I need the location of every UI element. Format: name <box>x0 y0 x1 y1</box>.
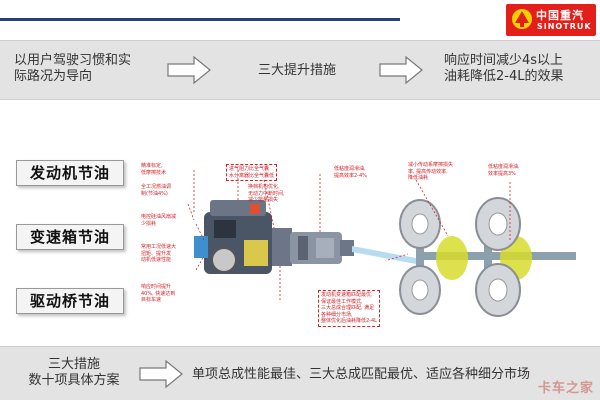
gearbox-graphic <box>272 228 354 266</box>
right-arrow-icon <box>139 359 183 389</box>
engine-fuel-saving-label: 发动机节油 <box>16 160 124 186</box>
note-line: 响应时间提升 <box>141 284 172 290</box>
note-low-speed-torque: 常用工况低速大 扭矩、提升发 动机低速性能 <box>141 244 176 264</box>
note-line: 保证最佳工作模式, <box>321 298 363 305</box>
bottom-summary-band: 三大措施 数十项具体方案 单项总成性能最佳、三大总成匹配最优、适应各种细分市场 <box>0 346 600 400</box>
top-left-line1: 以用户驾驶习惯和实 <box>14 53 132 68</box>
top-left-text: 以用户驾驶习惯和实 际路况为导向 <box>14 53 131 85</box>
top-middle-text: 三大提升措施 <box>258 63 337 78</box>
note-overall-matching: 发动机变速箱匹配最优, 保证最佳工作模式, 三大总成合理匹配, 满足 各种细分市… <box>318 290 380 327</box>
gearbox-fuel-saving-label: 变速箱节油 <box>16 224 124 250</box>
drivetrain-illustration <box>187 170 576 317</box>
note-line: 全工况燃油调 <box>141 184 172 190</box>
sinotruk-logo: 中国重汽 SINOTRUK <box>506 4 596 36</box>
note-gearbox-lubricant: 低粘度润滑油, 提高效率2-4% <box>334 166 367 179</box>
note-line: 目标车速 <box>141 297 162 303</box>
note-precise-calibration: 精准标定, 低摩擦技术 <box>141 163 166 176</box>
note-line: 整体优化后油耗降低2-4L <box>321 318 377 324</box>
note-line: 减小传动系摩擦损失 <box>408 162 454 168</box>
top-right-text: 响应时间减少4s以上 油耗降低2-4L的效果 <box>444 53 563 85</box>
right-arrow-icon <box>379 55 423 85</box>
note-line: 水分离器比全气囊低 <box>229 172 275 179</box>
note-line: 降低油耗 <box>408 175 429 181</box>
top-left-line2: 际路况为导向 <box>14 69 93 84</box>
bottom-right-text: 单项总成性能最佳、三大总成匹配最优、适应各种细分市场 <box>192 367 531 382</box>
header-divider <box>0 18 400 21</box>
note-line: 效率提高3% <box>488 170 516 177</box>
bottom-left-text: 三大措施 数十项具体方案 <box>14 357 134 389</box>
note-line: 减少能量损失 <box>248 197 279 203</box>
note-line: 提高效率2-4% <box>334 172 367 179</box>
note-silicone-fan: 电控硅油风扇减 少损耗 <box>141 214 176 227</box>
note-fuel-control: 全工况燃油调 制(节油4%) <box>141 184 171 197</box>
note-line: 各种细分市场, <box>321 311 353 318</box>
bottom-left-line1: 三大措施 <box>47 357 100 372</box>
sinotruk-emblem-icon <box>512 9 532 29</box>
top-right-line2: 油耗降低2-4L的效果 <box>444 69 564 84</box>
top-right-line1: 响应时间减少4s以上 <box>444 53 564 68</box>
note-line: 少损耗 <box>141 220 157 227</box>
top-summary-band: 以用户驾驶习惯和实 际路况为导向 三大提升措施 响应时间减少4s以上 油耗降低2… <box>0 40 600 100</box>
note-line: 进气阻力比全气囊 <box>229 166 270 172</box>
note-line: 低粘度润滑油, <box>334 166 366 172</box>
note-line: 低摩擦技术 <box>141 169 167 176</box>
axle-fuel-saving-label: 驱动桥节油 <box>16 288 124 314</box>
note-line: 发动机变速箱匹配最优, <box>321 292 373 298</box>
note-shift-mechanism: 换档机构优化, 无动力中断时间, 减少能量损失 <box>248 184 285 204</box>
note-axle-lubricant: 低粘度润滑油, 效率提高3% <box>488 164 520 177</box>
note-line: 三大总成合理匹配, 满足 <box>321 305 375 311</box>
watermark-text: 卡车之家 <box>537 381 594 396</box>
note-intake-resistance: 进气阻力比全气囊 水分离器比全气囊低 <box>226 164 278 181</box>
logo-english-text: SINOTRUK <box>537 22 592 31</box>
note-line: 40%, 快速达到 <box>141 290 176 297</box>
logo-chinese-text: 中国重汽 <box>536 9 584 22</box>
note-line: 常用工况低速大 <box>141 244 177 250</box>
engine-graphic <box>194 200 272 274</box>
note-response-time: 响应时间提升 40%, 快速达到 目标车速 <box>141 284 175 304</box>
note-line: 率, 提高传动效率, <box>408 168 448 175</box>
note-line: 扭矩、提升发 <box>141 250 172 257</box>
note-line: 无动力中断时间, <box>248 190 285 197</box>
note-line: 低粘度润滑油, <box>488 164 520 170</box>
axle-graphic <box>399 197 576 317</box>
note-driveline-friction: 减小传动系摩擦损失 率, 提高传动效率, 降低油耗 <box>408 162 453 182</box>
note-line: 精准标定, <box>141 163 163 169</box>
bottom-left-line2: 数十项具体方案 <box>28 373 120 388</box>
note-line: 换档机构优化, <box>248 184 280 190</box>
note-line: 电控硅油风扇减 <box>141 214 177 220</box>
note-line: 制(节油4%) <box>141 190 168 197</box>
note-line: 动机低速性能 <box>141 257 172 263</box>
right-arrow-icon <box>167 55 211 85</box>
